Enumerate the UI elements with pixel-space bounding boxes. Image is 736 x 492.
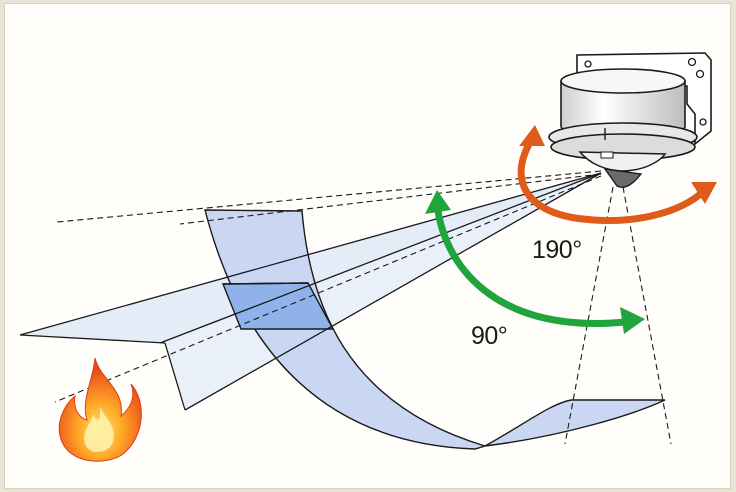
pan-arrow (517, 125, 717, 224)
coverage-band-floor (484, 399, 666, 447)
pan-angle-label: 190° (532, 236, 582, 264)
tilt-arrowhead-right (620, 307, 645, 334)
tilt-angle-label: 90° (471, 322, 508, 350)
ceiling-camera-icon (548, 52, 712, 188)
reference-lines (54, 170, 672, 445)
beam-lines (19, 172, 602, 411)
coverage-band-surface (204, 209, 488, 450)
fire-icon (58, 357, 142, 462)
tilt-arrowhead-up (425, 190, 451, 214)
diagram-frame: 190° 90° (4, 3, 731, 489)
camera-coverage-diagram (19, 52, 717, 462)
coverage-band (204, 209, 666, 450)
pan-arrowhead-up (519, 125, 545, 146)
beam-plane-upper (20, 173, 601, 343)
pan-arrowhead-right (691, 182, 717, 204)
tilt-arrow (425, 190, 645, 334)
